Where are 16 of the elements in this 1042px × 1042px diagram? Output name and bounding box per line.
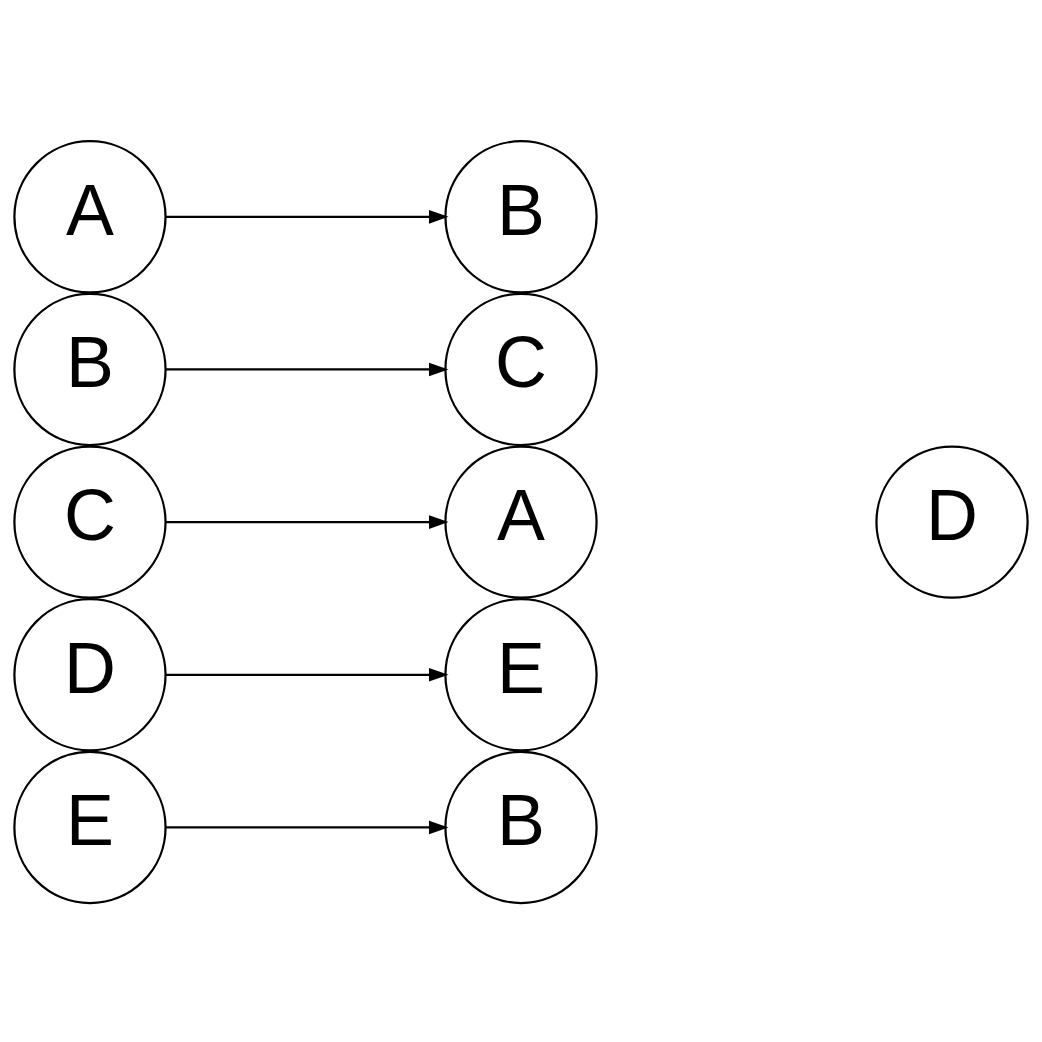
node-circle: B [13,292,167,447]
arrow [166,210,449,224]
node-circle: A [13,140,167,294]
node-circle: B [444,140,598,294]
node-circle: B [444,750,598,905]
node-circle: D [875,445,1029,599]
node-circle: C [13,445,167,599]
node-circle: D [13,598,167,752]
node-circle: E [13,750,167,905]
arrow [166,667,449,682]
node-circle: E [444,598,598,752]
arrow [166,362,449,377]
arrow [166,820,449,835]
node-circle: A [444,445,598,599]
arrow [166,515,449,529]
node-circle: C [444,292,598,447]
